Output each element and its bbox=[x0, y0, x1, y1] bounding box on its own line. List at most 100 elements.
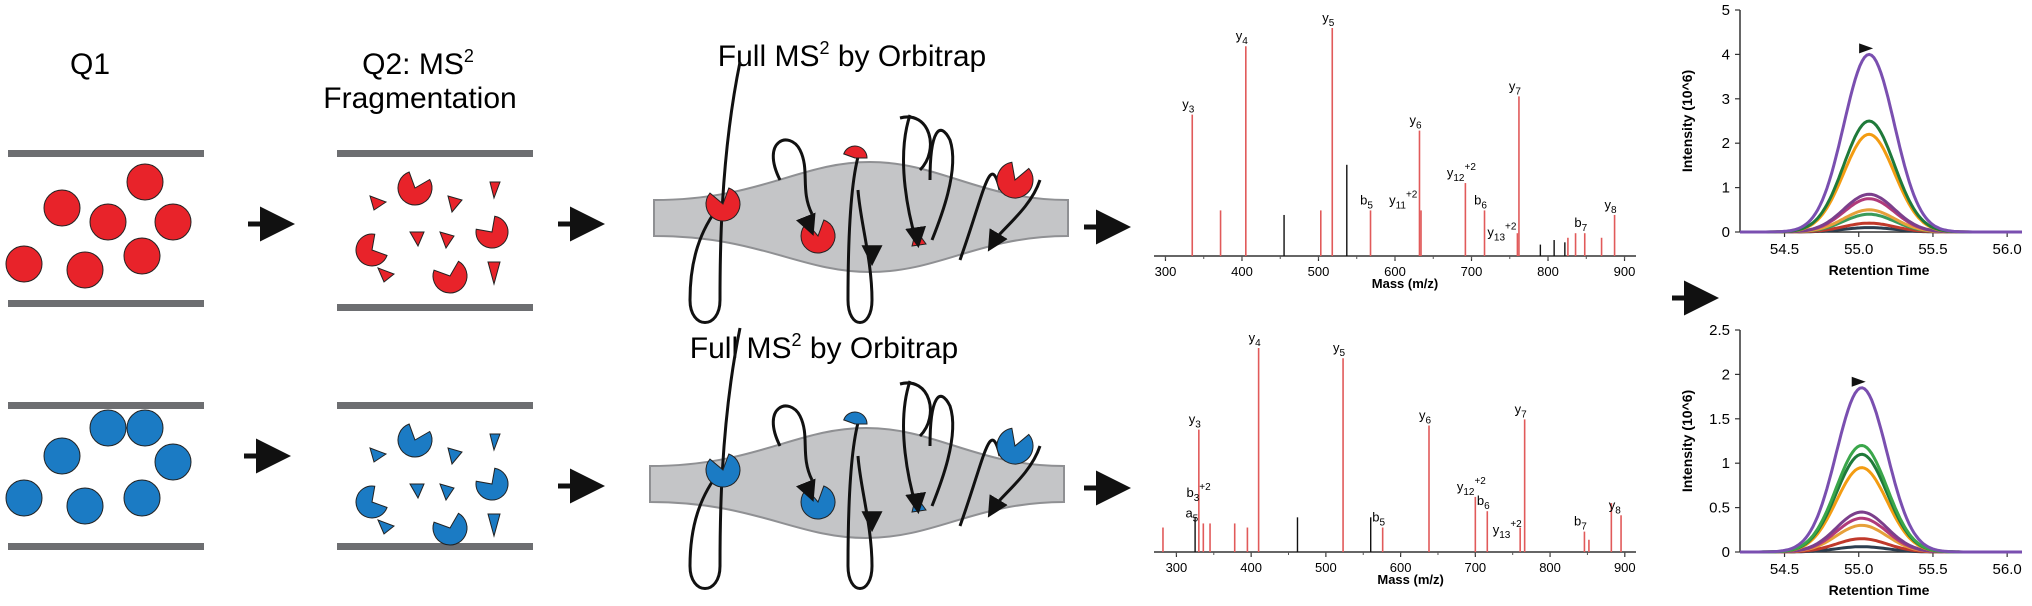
precursor-ion bbox=[126, 409, 164, 447]
fragment-ion bbox=[439, 231, 455, 250]
x-tick-label: 500 bbox=[1315, 560, 1337, 575]
ion-label: y3 bbox=[1189, 412, 1202, 431]
apex-marker bbox=[1859, 43, 1874, 54]
quad-bar bbox=[337, 150, 533, 157]
x-tick-label: 56.0 bbox=[1993, 241, 2022, 258]
precursor-ion bbox=[43, 189, 81, 227]
y-tick-label: 3 bbox=[1722, 91, 1730, 108]
ion-label: y11+2 bbox=[1389, 189, 1418, 211]
apex-marker bbox=[1851, 376, 1866, 387]
x-axis-label: Retention Time bbox=[1829, 262, 1930, 278]
ion-label: y12+2 bbox=[1457, 476, 1486, 498]
orbitrap-top bbox=[653, 61, 1069, 324]
y-axis-label: Intensity (10^6) bbox=[1679, 70, 1695, 172]
trajectory-arrow bbox=[796, 212, 816, 236]
fragment-ion bbox=[369, 195, 388, 211]
y-tick-label: 2 bbox=[1722, 366, 1730, 383]
x-axis-label: Retention Time bbox=[1829, 582, 1930, 598]
precursor-ion bbox=[154, 443, 192, 481]
x-tick-label: 700 bbox=[1461, 264, 1483, 279]
ion-trajectory bbox=[771, 138, 814, 215]
ion-label: y5 bbox=[1333, 340, 1346, 359]
ion-trajectory bbox=[846, 415, 874, 590]
y-tick-label: 1 bbox=[1722, 180, 1730, 197]
q1-label: Q1 bbox=[70, 48, 110, 81]
fragment-ion bbox=[447, 195, 463, 214]
ion-trajectory bbox=[928, 394, 955, 507]
trajectory-arrow bbox=[987, 228, 1008, 252]
ion-label: y5 bbox=[1322, 10, 1335, 29]
fragment-ion bbox=[439, 483, 455, 502]
x-tick-label: 300 bbox=[1155, 264, 1177, 279]
fragmentation-label: Fragmentation bbox=[323, 82, 516, 115]
x-axis-label: Mass (m/z) bbox=[1377, 572, 1443, 587]
x-tick-label: 800 bbox=[1539, 560, 1561, 575]
ion-label: y13+2 bbox=[1493, 519, 1522, 541]
fragment-ion bbox=[843, 145, 868, 159]
fragment-ion bbox=[843, 411, 868, 425]
ion-label: y6 bbox=[1409, 113, 1422, 132]
ion-label: b5 bbox=[1372, 510, 1385, 529]
ion-label: b3+2 bbox=[1186, 482, 1211, 504]
ion-trajectory bbox=[688, 61, 742, 324]
quad-bar bbox=[8, 300, 204, 307]
x-tick-label: 700 bbox=[1464, 560, 1486, 575]
precursor-ion bbox=[89, 409, 127, 447]
x-tick-label: 54.5 bbox=[1770, 241, 1799, 258]
precursor-ion bbox=[89, 203, 127, 241]
x-tick-label: 500 bbox=[1308, 264, 1330, 279]
fragment-ion bbox=[397, 423, 433, 458]
ion-label: y13+2 bbox=[1487, 221, 1516, 243]
fragment-ion bbox=[489, 181, 501, 200]
fragment-ion bbox=[996, 427, 1034, 465]
x-axis-label: Mass (m/z) bbox=[1372, 276, 1438, 291]
precursor-ion bbox=[154, 203, 192, 241]
x-tick-label: 600 bbox=[1384, 264, 1406, 279]
y-tick-label: 2.5 bbox=[1709, 322, 1730, 339]
fragment-ion bbox=[397, 171, 433, 206]
trajectory-arrow bbox=[905, 491, 927, 515]
ion-label: y12+2 bbox=[1447, 162, 1476, 184]
ion-label: a5 bbox=[1185, 505, 1198, 524]
quad-bar bbox=[337, 402, 533, 409]
quad-bar bbox=[337, 543, 533, 550]
x-tick-label: 55.5 bbox=[1918, 561, 1947, 578]
trajectory-arrow bbox=[987, 494, 1008, 518]
y-tick-label: 1.5 bbox=[1709, 411, 1730, 428]
orbitrap-bottom bbox=[649, 327, 1065, 590]
ion-label: b7 bbox=[1574, 215, 1587, 234]
x-tick-label: 55.0 bbox=[1844, 241, 1873, 258]
quad-bar bbox=[337, 304, 533, 311]
ion-trajectory bbox=[846, 149, 874, 324]
y-axis-label: Intensity (10^6) bbox=[1679, 390, 1695, 492]
x-tick-label: 54.5 bbox=[1770, 561, 1799, 578]
ion-label: b6 bbox=[1477, 493, 1490, 512]
y-tick-label: 5 bbox=[1722, 2, 1730, 19]
q1-top-panel bbox=[5, 150, 204, 307]
x-tick-label: 56.0 bbox=[1993, 561, 2022, 578]
x-tick-label: 600 bbox=[1390, 560, 1412, 575]
quad-bar bbox=[8, 543, 204, 550]
xic-trace bbox=[1740, 52, 2022, 234]
ion-label: y4 bbox=[1249, 330, 1262, 349]
fragment-ion bbox=[432, 260, 468, 294]
ion-trajectory bbox=[688, 327, 742, 590]
fragment-ion bbox=[487, 513, 501, 538]
fragment-ion bbox=[475, 467, 509, 501]
ion-label: y8 bbox=[1605, 197, 1618, 216]
x-tick-label: 400 bbox=[1240, 560, 1262, 575]
ion-label: b7 bbox=[1574, 514, 1587, 533]
fragment-ion bbox=[409, 231, 425, 248]
fragment-ion bbox=[355, 485, 388, 519]
fragment-ion bbox=[377, 519, 395, 535]
quad-bar bbox=[8, 402, 204, 409]
orbitrap-title-bottom: Full MS2 by Orbitrap bbox=[690, 330, 958, 365]
fragment-ion bbox=[996, 161, 1034, 199]
y-tick-label: 0 bbox=[1722, 544, 1730, 561]
fragment-ion bbox=[369, 447, 388, 463]
fragment-ion bbox=[432, 512, 468, 546]
